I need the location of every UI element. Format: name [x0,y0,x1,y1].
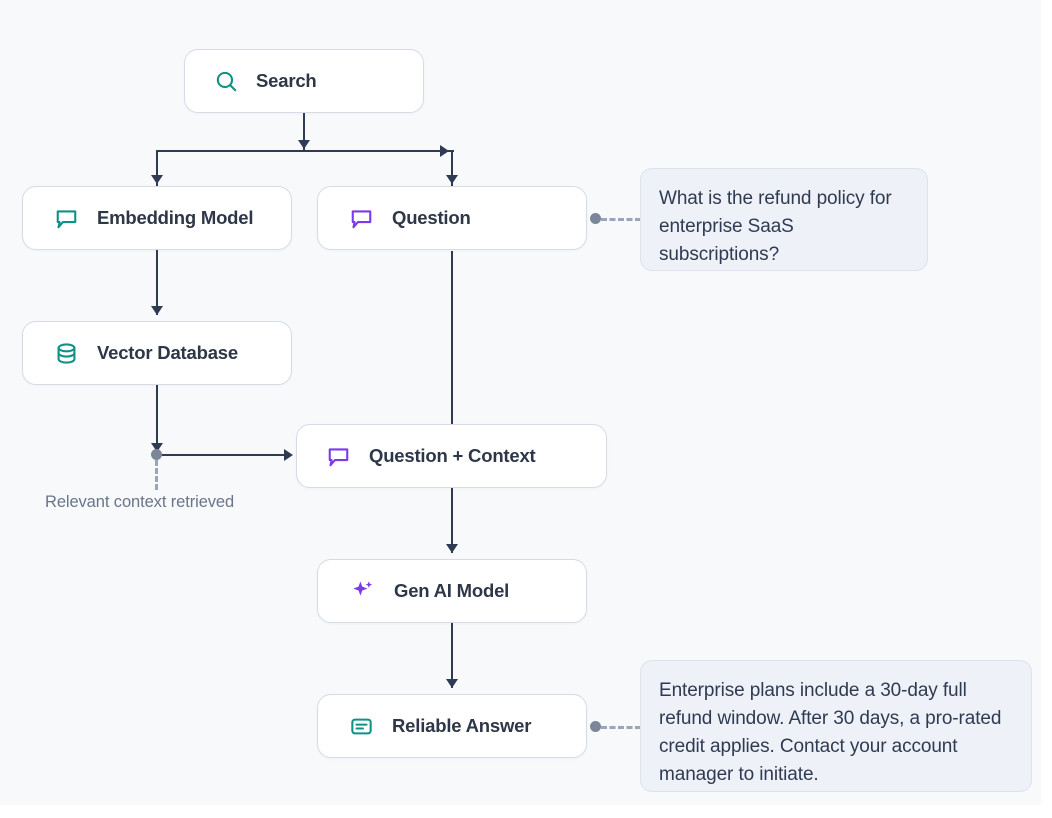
question-callout-dashed-line [601,218,641,221]
arrowhead-answer [446,679,458,688]
arrowhead-qc-left [284,449,293,461]
connector-genai-to-answer [451,623,453,688]
node-question-context[interactable]: Question + Context [296,424,607,488]
node-vector-database-label: Vector Database [97,342,238,363]
connector-qc-to-genai [451,488,453,553]
speech-bubble-icon [51,203,81,233]
arrowhead-bus-right [440,145,449,157]
connector-embedding-to-vectordb [156,250,158,315]
callout-answer: Enterprise plans include a 30-day full r… [640,660,1032,792]
arrowhead-question [446,175,458,184]
node-reliable-answer-label: Reliable Answer [392,715,532,736]
node-gen-ai-model[interactable]: Gen AI Model [317,559,587,623]
database-icon [51,338,81,368]
connector-bus-to-embedding [156,150,158,186]
sparkle-icon [348,576,378,606]
node-search-label: Search [256,70,317,91]
callout-question: What is the refund policy for enterprise… [640,168,928,271]
connector-search-down [303,113,305,151]
question-callout-dot [590,213,601,224]
arrowhead-vectordb [151,306,163,315]
message-lines-icon [346,711,376,741]
node-gen-ai-model-label: Gen AI Model [394,580,510,601]
node-question-context-label: Question + Context [369,445,536,466]
answer-callout-dot [590,721,601,732]
speech-bubble-icon [323,441,353,471]
node-question-label: Question [392,207,471,228]
connector-bus-to-question [451,150,453,186]
answer-callout-dashed-line [601,726,641,729]
callout-question-text: What is the refund policy for enterprise… [659,188,892,265]
connector-question-to-qc [451,251,453,427]
node-search[interactable]: Search [184,49,424,113]
speech-bubble-icon [346,203,376,233]
connector-vectordb-to-dot [156,385,158,453]
retrieval-junction-dot [151,449,162,460]
node-vector-database[interactable]: Vector Database [22,321,292,385]
annotation-leader-line [155,460,158,490]
node-question[interactable]: Question [317,186,587,250]
arrowhead-search-down [298,140,310,149]
node-embedding-model-label: Embedding Model [97,207,254,228]
connector-context-to-qc [160,454,286,456]
node-embedding-model[interactable]: Embedding Model [22,186,292,250]
node-reliable-answer[interactable]: Reliable Answer [317,694,587,758]
canvas-edge-right [1041,0,1052,818]
annotation-relevant-context: Relevant context retrieved [45,493,235,511]
arrowhead-retrieval-dot [151,443,163,452]
canvas-edge-bottom [0,805,1052,818]
callout-answer-text: Enterprise plans include a 30-day full r… [659,680,1002,785]
connector-split-bus [156,150,454,152]
arrowhead-embedding [151,175,163,184]
search-icon [211,66,241,96]
arrowhead-genai [446,544,458,553]
